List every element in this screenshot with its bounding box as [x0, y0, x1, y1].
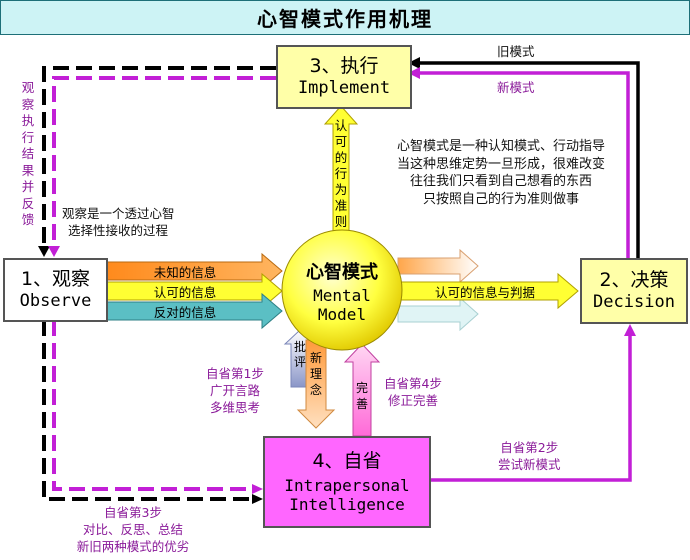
old-feedback-arrowhead [38, 246, 50, 257]
intrapersonal-cn: 4、自省 [312, 449, 382, 472]
diagram-title: 心智模式作用机理 [0, 0, 690, 35]
old-mode-label: 旧模式 [497, 44, 535, 59]
implement-en: Implement [297, 78, 391, 99]
new-mode-label: 新模式 [497, 80, 535, 95]
unknown-info-arrow [105, 252, 283, 290]
old-mode-line [420, 61, 640, 258]
step3-line2: 对比、反思、总结 [82, 521, 183, 537]
perception-note: 观察是一个透过心智 选择性接收的过程 [62, 206, 175, 240]
bottom-new-arrowhead [252, 484, 263, 494]
mental-note-line2: 当这种思维定势一旦形成，很难改变 [396, 156, 605, 172]
step2-line2: 尝试新模式 [498, 456, 561, 472]
perfect-arrow [343, 343, 381, 437]
faded-arrow-bottom [397, 296, 479, 332]
new-idea-arrow [296, 339, 336, 429]
approved-info-arrow [105, 272, 283, 310]
observe-en: Observe [19, 291, 92, 312]
mental-model-label: 心智模式 Mental Model [282, 248, 402, 338]
intrapersonal-en1: Intrapersonal [284, 475, 410, 495]
step3-line3: 新旧两种模式的优劣 [76, 538, 190, 554]
new-feedback-dashed-line [52, 76, 276, 246]
judge-arrow [397, 272, 579, 310]
criticism-label: 批评 [293, 340, 306, 369]
mental-en1: Mental [313, 285, 371, 305]
old-mode-arrowhead [408, 57, 420, 69]
bottom-old-dashed-line [42, 320, 252, 501]
mental-en2: Model [317, 304, 367, 324]
perfect-label: 完善 [355, 381, 368, 411]
perception-note-line1: 观察是一个透过心智 [62, 206, 175, 221]
bottom-new-dashed-line [52, 320, 252, 491]
implement-cn: 3、执行 [309, 55, 379, 78]
implement-node: 3、执行 Implement [276, 45, 412, 109]
step4-line2: 修正完善 [387, 392, 438, 408]
input-label-opposed: 反对的信息 [153, 304, 217, 320]
new-feedback-arrowhead [48, 246, 60, 257]
step4-line1: 自省第4步 [384, 376, 442, 391]
mental-note-line4: 只按照自己的行为准则做事 [422, 191, 579, 207]
behavior-norm-label: 认可的行为准则 [334, 118, 348, 229]
try-new-mode-line [430, 336, 632, 482]
step1-line2: 广开言路 [209, 382, 260, 398]
input-label-unknown: 未知的信息 [153, 264, 217, 280]
observe-node: 1、观察 Observe [3, 258, 108, 322]
new-idea-label: 新理念 [309, 351, 322, 397]
mental-note-line1: 心智模式是一种认知模式、行动指导 [396, 139, 605, 154]
observe-feedback-label: 观察执行结果并反馈 [21, 80, 35, 227]
step1-note: 自省第1步 广开言路 多维思考 [206, 366, 264, 417]
mental-model-sphere [281, 229, 403, 351]
old-feedback-dashed-line [42, 66, 276, 246]
try-new-mode-arrowhead [624, 324, 636, 336]
bottom-old-arrowhead [252, 494, 263, 504]
intrapersonal-node: 4、自省 Intrapersonal Intelligence [263, 436, 431, 528]
step3-note: 自省第3步 对比、反思、总结 新旧两种模式的优劣 [58, 505, 208, 556]
mental-note: 心智模式是一种认知模式、行动指导 当这种思维定势一旦形成，很难改变 往往我们只看… [368, 138, 634, 208]
step2-note: 自省第2步 尝试新模式 [498, 440, 561, 474]
step2-line1: 自省第2步 [500, 440, 559, 455]
decision-en: Decision [593, 292, 675, 313]
new-mode-line [420, 71, 630, 258]
observe-cn: 1、观察 [20, 268, 91, 291]
intrapersonal-en2: Intelligence [289, 494, 405, 514]
faded-arrow-top [397, 248, 479, 284]
behavior-norm-arrow [323, 105, 359, 243]
step3-line1: 自省第3步 [104, 505, 162, 520]
input-label-approved: 认可的信息 [153, 284, 217, 300]
opposed-info-arrow [105, 292, 283, 330]
perception-note-line2: 选择性接收的过程 [68, 222, 169, 238]
step1-line3: 多维思考 [209, 399, 260, 415]
decision-cn: 2、决策 [599, 269, 669, 292]
mental-note-line3: 往往我们只看到自己想看的东西 [409, 174, 592, 190]
judge-label: 认可的信息与判据 [434, 284, 535, 300]
mental-cn: 心智模式 [306, 262, 378, 284]
new-mode-arrowhead [408, 67, 420, 79]
decision-node: 2、决策 Decision [580, 258, 688, 324]
step1-line1: 自省第1步 [206, 366, 264, 381]
step4-note: 自省第4步 修正完善 [384, 376, 442, 410]
